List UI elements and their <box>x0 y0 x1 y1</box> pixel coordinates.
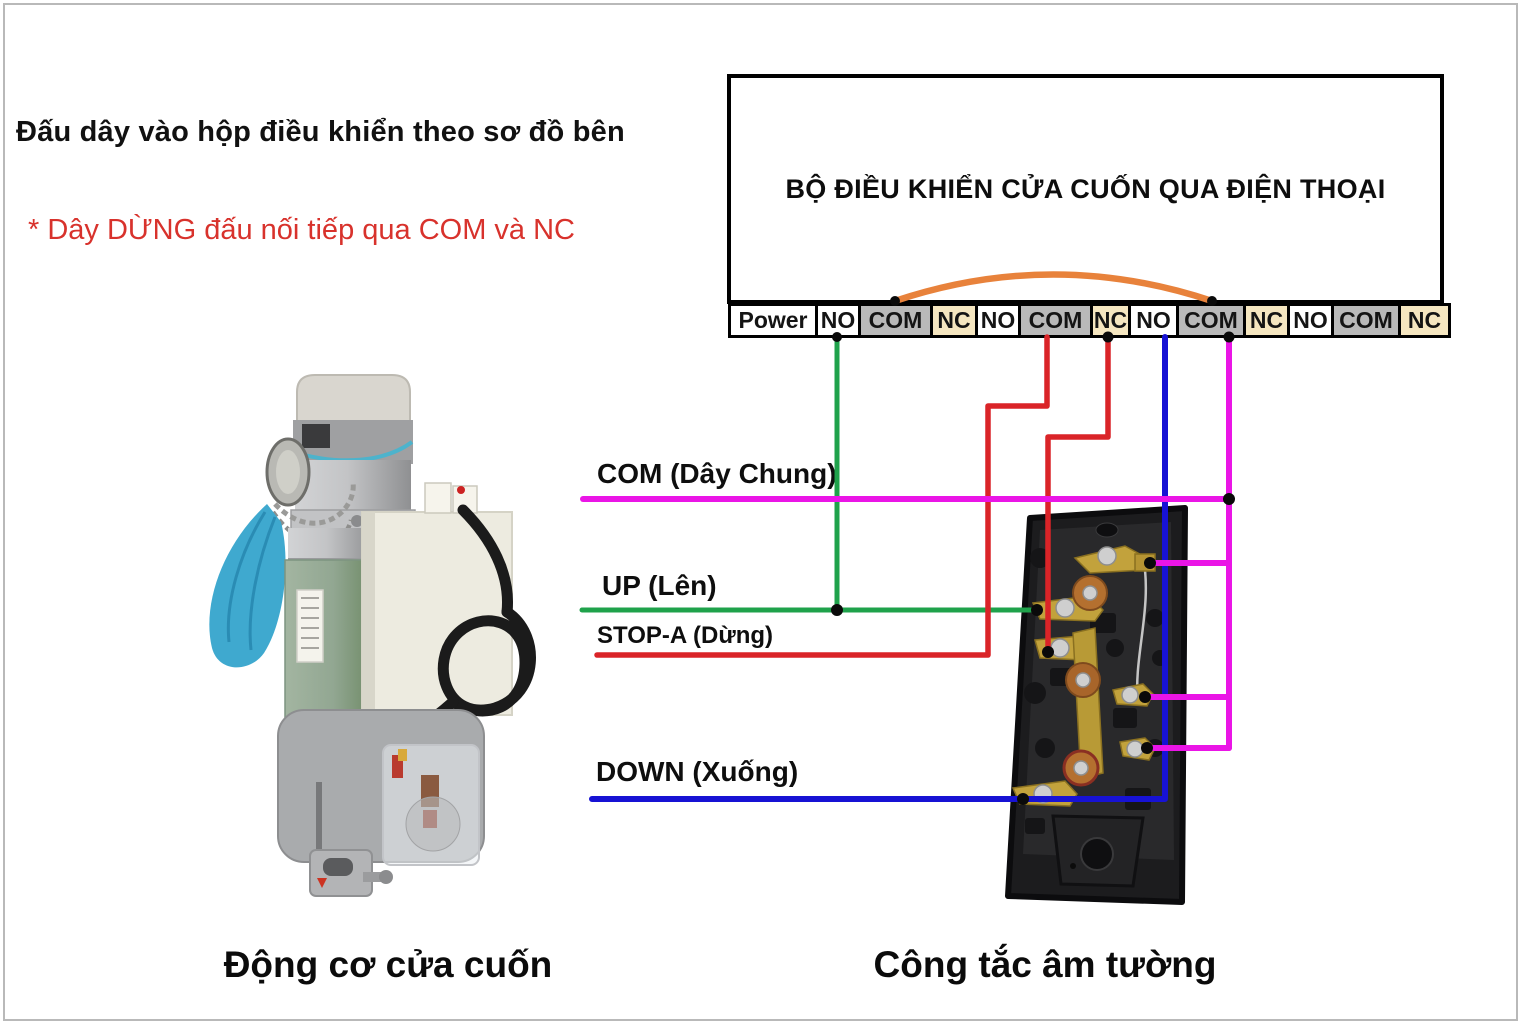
mount-hole-top <box>1095 522 1119 538</box>
terminal-com-8: COM <box>1176 303 1246 338</box>
terminal-nc-9: NC <box>1243 303 1290 338</box>
controller-title: BỘ ĐIỀU KHIỂN CỬA CUỐN QUA ĐIỆN THOẠI <box>785 173 1386 204</box>
cover-red-part <box>392 755 403 778</box>
wire-label-com: COM (Dây Chung) <box>597 458 837 489</box>
wall-switch-photo <box>1005 505 1188 905</box>
motor-gauge-face <box>276 450 300 494</box>
chain <box>273 481 356 526</box>
motor-cap <box>296 374 411 423</box>
connector-red-dot <box>457 486 465 494</box>
mount-hole-bottom <box>1080 837 1114 871</box>
wire-stop-red <box>594 334 1050 658</box>
box-shade <box>362 512 375 715</box>
connector-block-1 <box>424 482 452 514</box>
terminal-com-2: COM <box>858 303 933 338</box>
terminal-no-10: NO <box>1287 303 1334 338</box>
sticker-text-lines <box>301 597 319 649</box>
terminal-com-5: COM <box>1018 303 1093 338</box>
cover-yellow-part <box>398 749 407 761</box>
cover-fan <box>405 796 461 852</box>
molding-dot <box>1070 863 1076 869</box>
blue-bag-folds <box>226 511 277 651</box>
collar-bolt <box>351 515 363 527</box>
caption-motor: Động cơ cửa cuốn <box>223 944 553 985</box>
terminal-power-0: Power <box>728 303 818 338</box>
spec-sticker <box>296 589 324 663</box>
wire-label-down: DOWN (Xuống) <box>596 756 799 787</box>
terminal-com-11: COM <box>1331 303 1401 338</box>
blue-bag <box>209 504 286 668</box>
terminal-nc-12: NC <box>1398 303 1451 338</box>
bracket-slot <box>323 858 353 876</box>
bracket-bolt <box>379 870 393 884</box>
bracket-nipple <box>363 872 383 882</box>
terminal-no-4: NO <box>975 303 1021 338</box>
instruction-text: Đấu dây vào hộp điều khiển theo sơ đồ bê… <box>16 116 625 148</box>
caption-switch: Công tắc âm tường <box>873 944 1217 985</box>
motor-vent-window <box>302 424 330 448</box>
terminal-nc-6: NC <box>1090 303 1131 338</box>
motor-photo <box>209 374 536 897</box>
terminal-no-1: NO <box>815 303 861 338</box>
teal-cord <box>292 440 414 463</box>
stop-wire-note: * Dây DỪNG đấu nối tiếp qua COM và NC <box>28 214 575 246</box>
controller-box: BỘ ĐIỀU KHIỂN CỬA CUỐN QUA ĐIỆN THOẠI <box>727 74 1444 304</box>
terminal-nc-3: NC <box>930 303 978 338</box>
wire-label-stop: STOP-A (Dừng) <box>597 622 774 649</box>
terminal-no-7: NO <box>1128 303 1179 338</box>
wire-label-up: UP (Lên) <box>602 570 717 601</box>
sensor-rod <box>316 782 322 857</box>
warning-triangle <box>317 878 327 888</box>
